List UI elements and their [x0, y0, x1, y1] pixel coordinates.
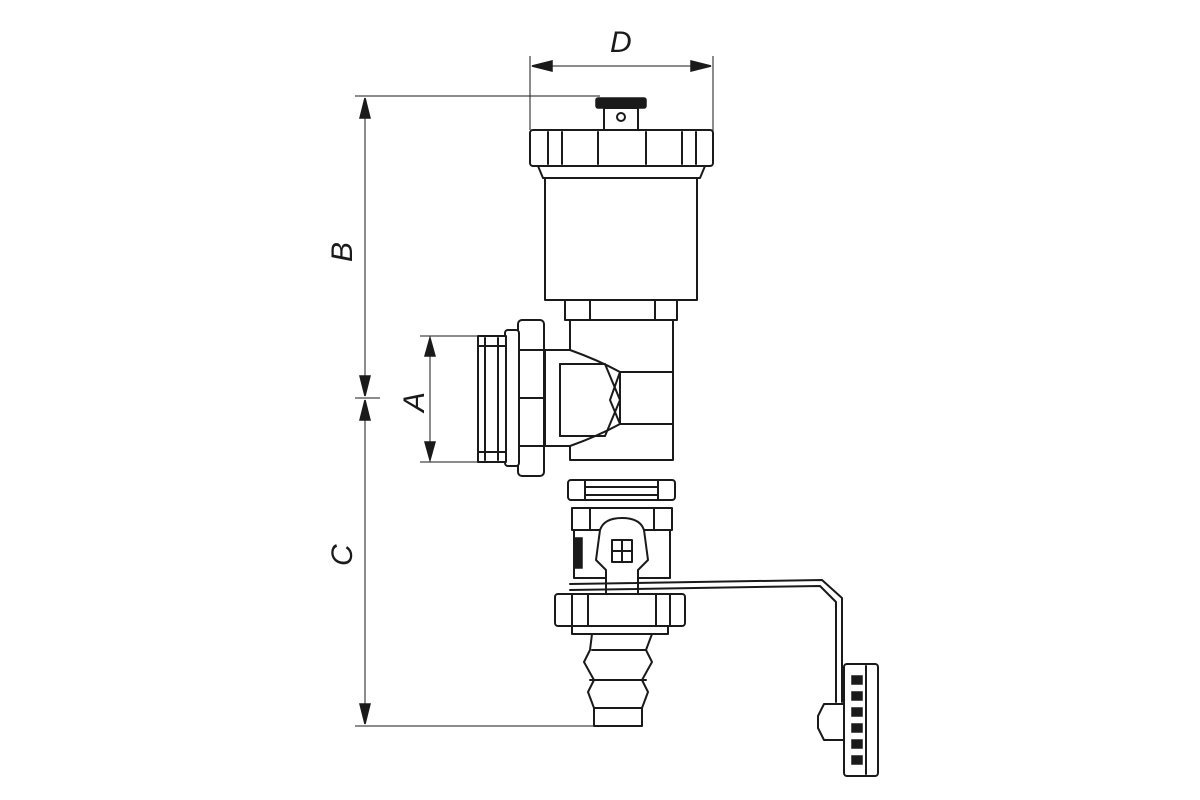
dimension-d-label: D	[610, 26, 632, 59]
dust-cap	[817, 663, 879, 777]
hose-barb-connector	[583, 633, 653, 727]
dimension-b-label: B	[326, 242, 359, 262]
lower-nut	[567, 479, 676, 501]
dimension-a: A	[398, 335, 478, 463]
air-vent-body	[544, 177, 698, 321]
dimension-a-label: A	[398, 392, 431, 414]
dimension-b: B	[326, 95, 600, 397]
cap-retaining-wire	[569, 579, 843, 703]
dimension-c-label: C	[326, 544, 359, 566]
air-vent-cap	[529, 97, 714, 179]
tee-fitting	[544, 319, 674, 461]
side-union-nut	[504, 319, 545, 477]
dimension-d: D	[529, 26, 714, 140]
dimension-c: C	[326, 397, 600, 727]
hose-union-nut	[554, 593, 686, 635]
side-threaded-connector	[477, 335, 507, 463]
